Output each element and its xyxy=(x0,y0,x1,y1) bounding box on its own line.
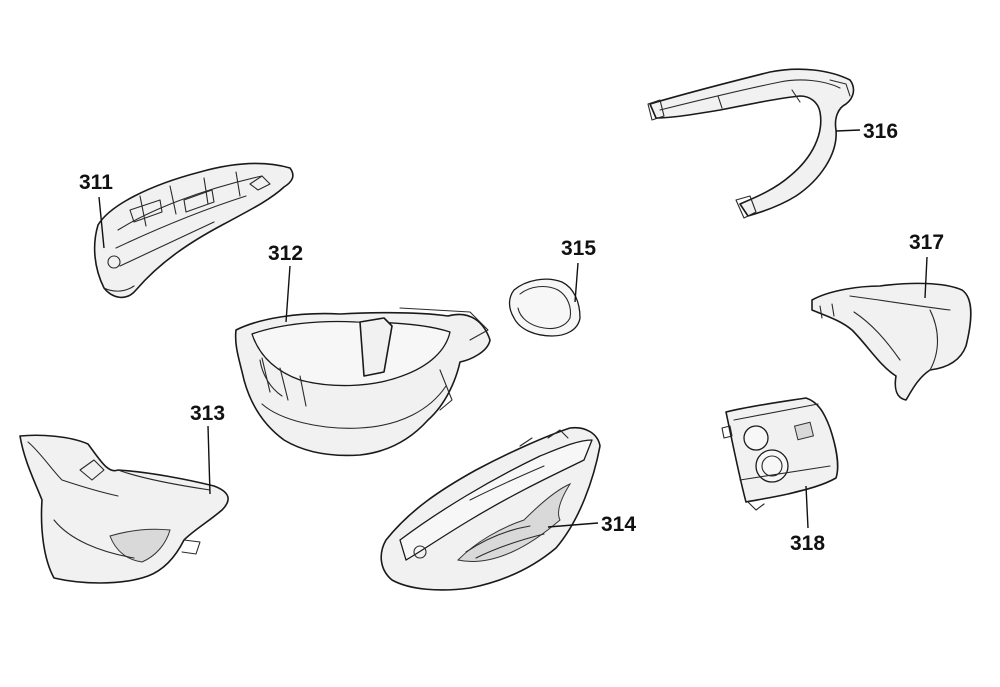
callout-315: 315 xyxy=(561,237,597,260)
callout-316: 316 xyxy=(863,120,899,143)
leader-316 xyxy=(835,129,861,132)
part-316-grab-rail xyxy=(647,68,855,219)
callout-317: 317 xyxy=(909,231,945,254)
leader-314 xyxy=(547,522,599,528)
callout-312: 312 xyxy=(268,242,304,265)
leader-311 xyxy=(98,196,105,249)
leader-317 xyxy=(924,256,928,299)
leader-312 xyxy=(285,265,291,323)
callout-311: 311 xyxy=(79,171,113,194)
part-315-gasket xyxy=(508,278,581,337)
callout-313: 313 xyxy=(190,402,226,425)
part-317-tail-cover xyxy=(811,282,972,401)
callout-318: 318 xyxy=(790,532,826,555)
callout-314: 314 xyxy=(601,513,637,536)
leader-315 xyxy=(574,262,579,303)
leader-318 xyxy=(805,485,809,529)
part-318-inner-cover xyxy=(721,397,839,511)
part-313-front-lower-panel xyxy=(19,434,229,584)
part-314-side-cover-flame xyxy=(380,426,601,591)
part-312-storage-box xyxy=(234,307,491,457)
part-311-side-rail xyxy=(93,162,294,299)
leader-lines xyxy=(98,129,928,529)
leader-313 xyxy=(207,425,211,495)
